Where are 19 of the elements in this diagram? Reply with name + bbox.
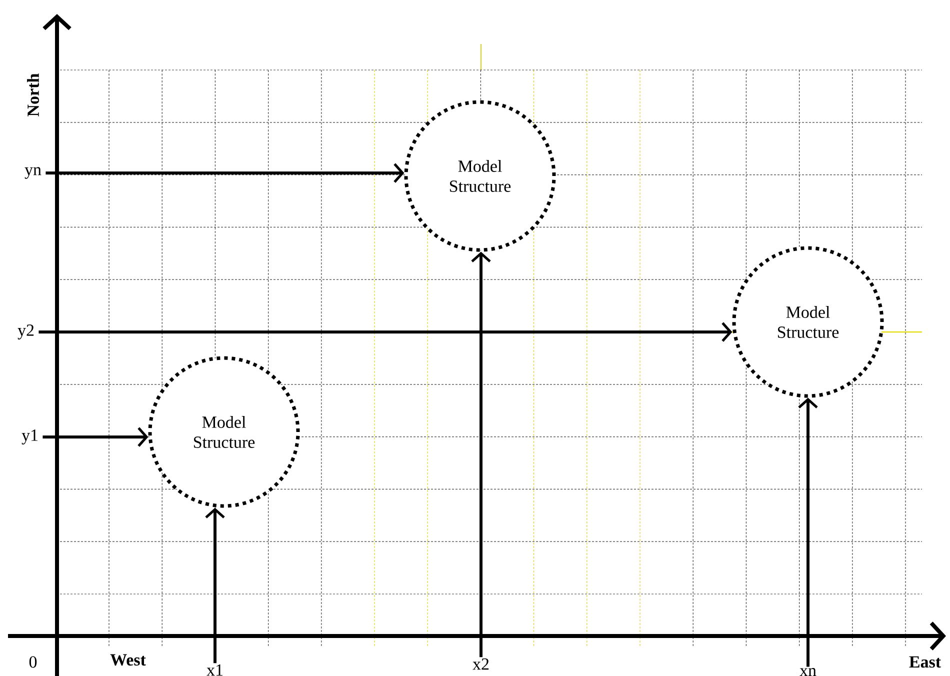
- tick-label: xn: [800, 668, 816, 676]
- circle-node: Model Structure: [148, 356, 300, 508]
- tick-label: yn: [24, 167, 42, 179]
- arrow: [46, 163, 404, 183]
- circle-node: Model Structure: [404, 100, 556, 252]
- arrow: [42, 427, 148, 447]
- arrow: [798, 398, 818, 667]
- origin-label: 0: [29, 656, 37, 668]
- tick-label: x2: [472, 658, 489, 670]
- arrow: [205, 508, 225, 664]
- arrow: [38, 322, 732, 342]
- axis-label: East: [909, 656, 941, 668]
- axis-label: North: [27, 74, 39, 116]
- arrow: [471, 252, 491, 658]
- tick-label: y2: [18, 324, 34, 340]
- circle-node: Model Structure: [732, 246, 884, 398]
- tick-label: y1: [22, 430, 38, 444]
- axis-label: West: [110, 654, 146, 666]
- tick-label: x1: [206, 664, 222, 676]
